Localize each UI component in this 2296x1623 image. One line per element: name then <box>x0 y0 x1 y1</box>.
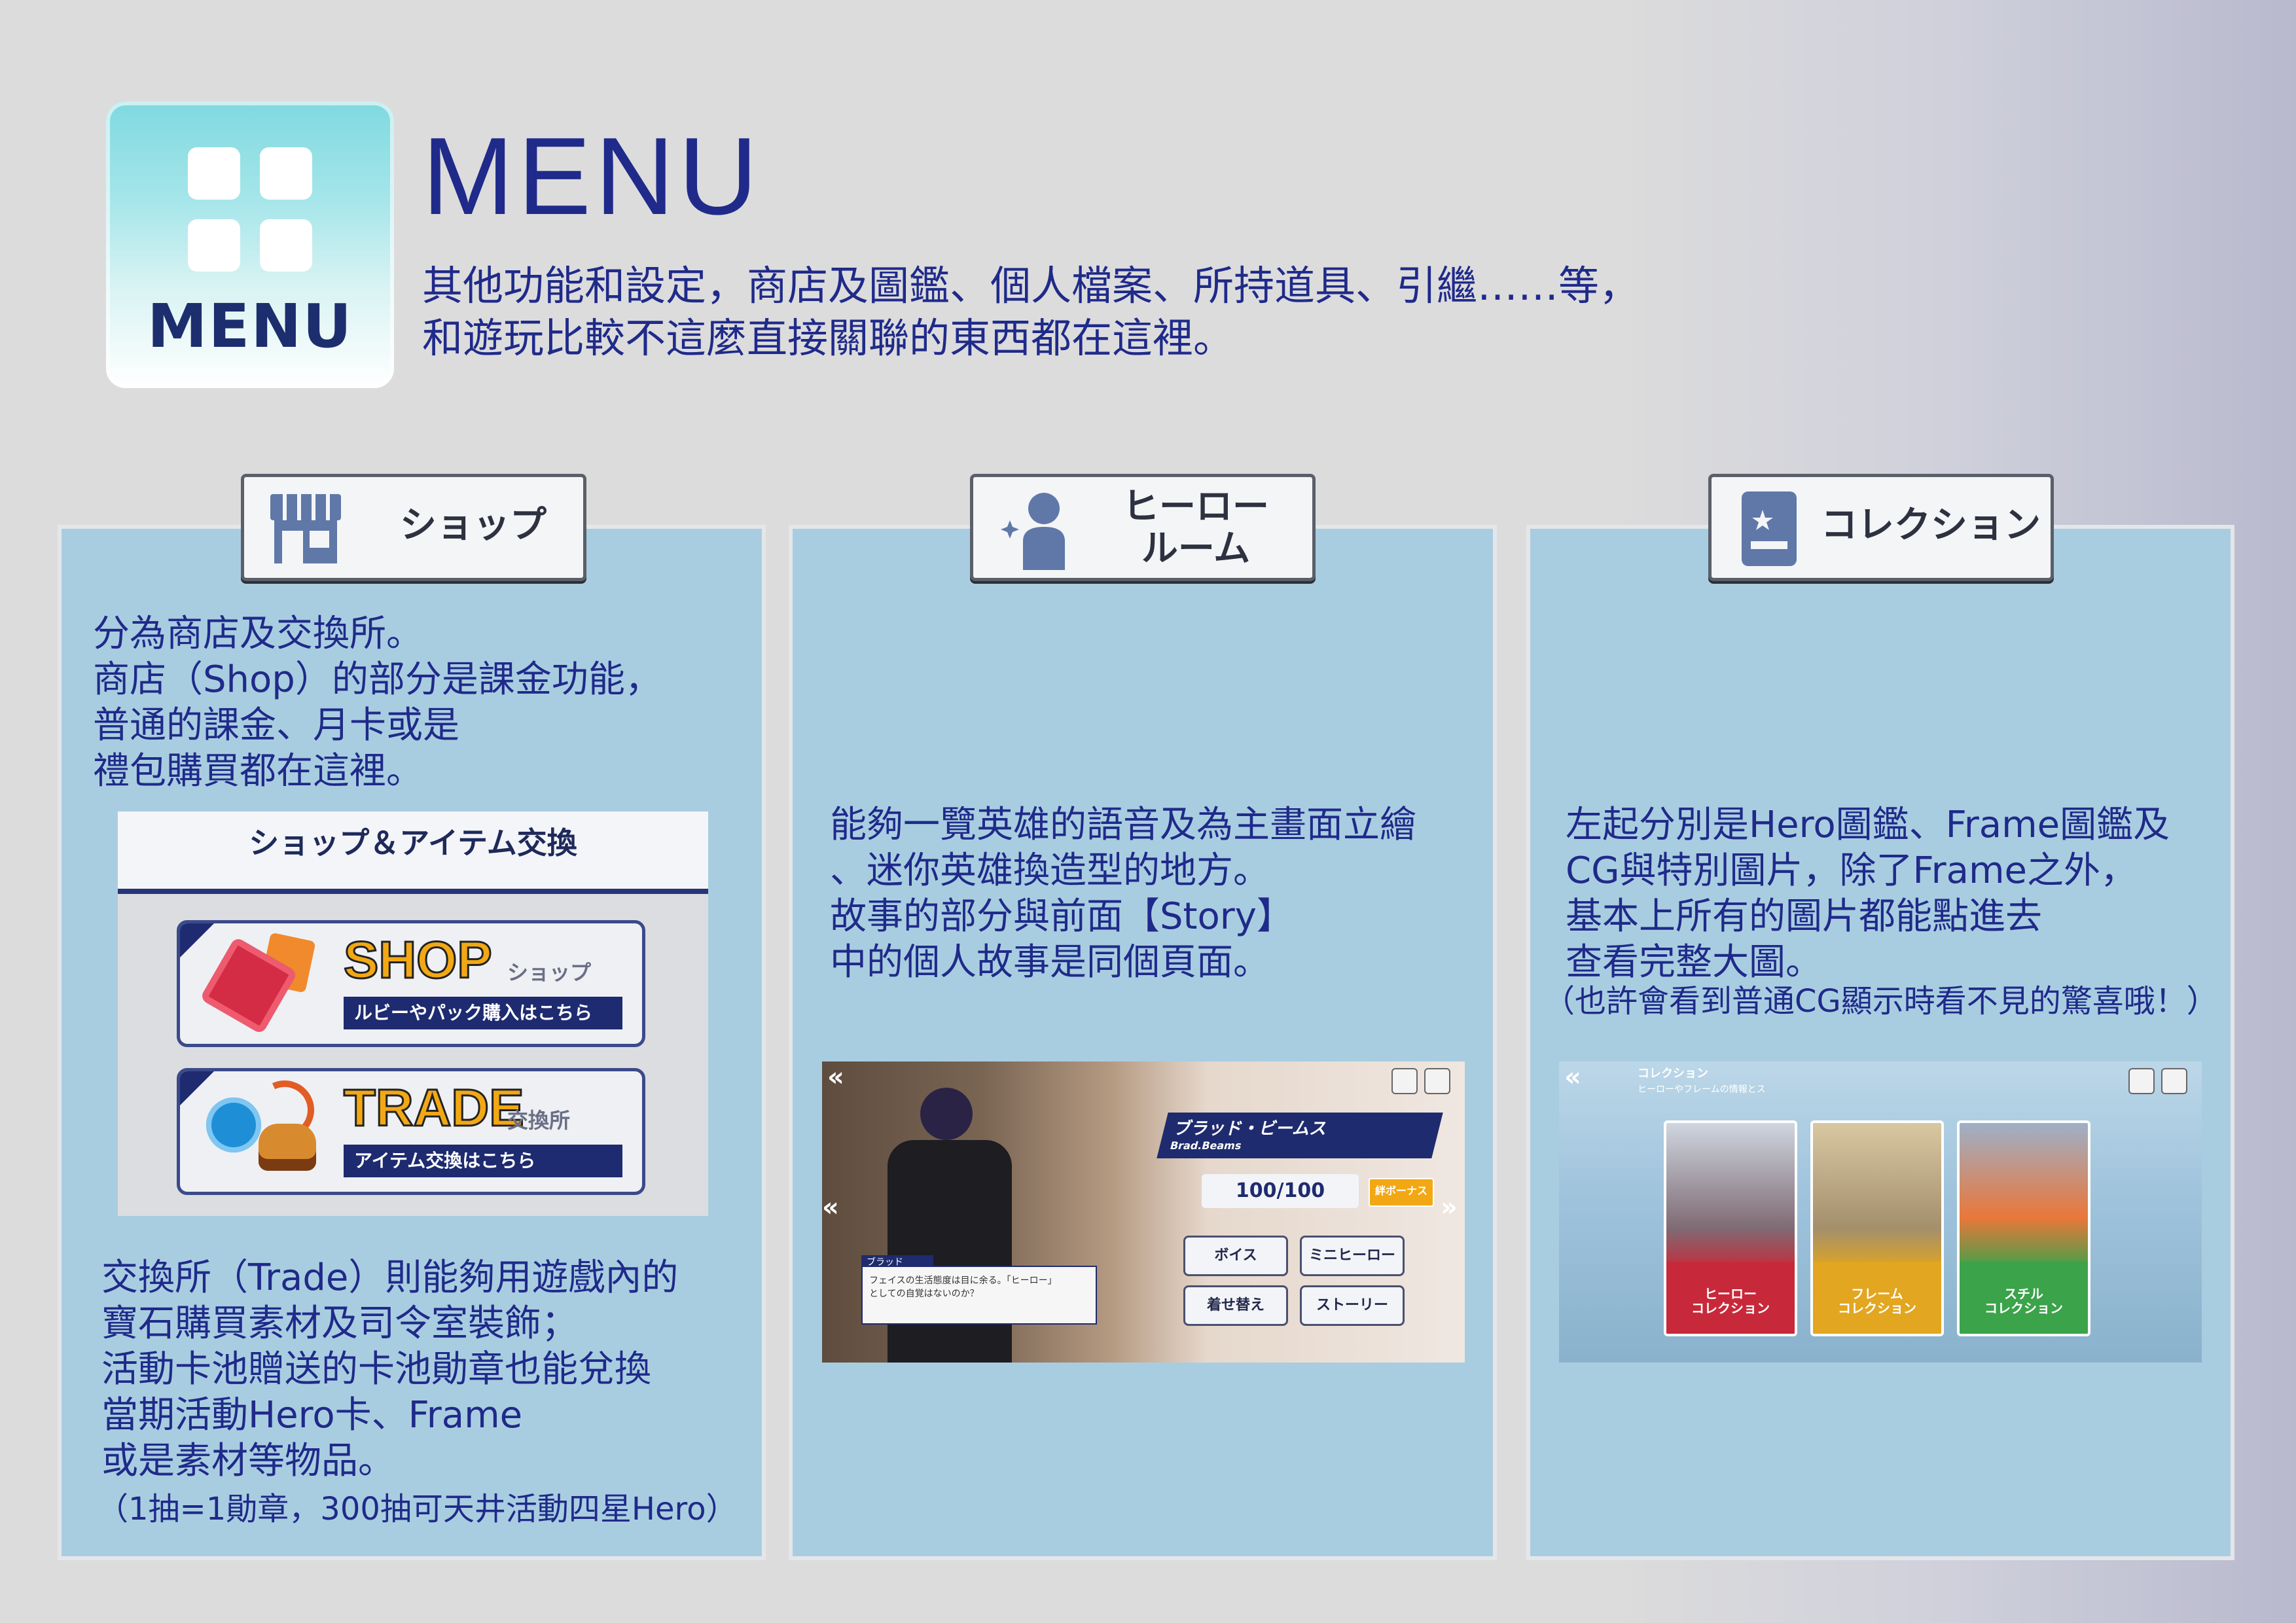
shop-button-title: SHOP <box>343 931 493 989</box>
header-description-1: 其他功能和設定，商店及圖鑑、個人檔案、所持道具、引繼……等， <box>422 262 1640 310</box>
hero-room-tab-button[interactable]: ヒーロー ルーム <box>970 474 1316 581</box>
character-body <box>888 1140 1012 1363</box>
collection-screen-title: コレクション <box>1638 1067 1708 1080</box>
menu-icon-label: MENU <box>147 291 353 361</box>
shop-bottom-text-2: 寶石購買素材及司令室裝飾； <box>101 1302 578 1345</box>
trade-button[interactable]: TRADE 交換所 アイテム交換はこちら <box>177 1068 645 1195</box>
next-arrow-icon[interactable]: » <box>1441 1192 1458 1222</box>
collection-text-4: 查看完整大圖。 <box>1566 941 1822 984</box>
hero-room-screenshot: « « » ブラッド・ビームス Brad.Beams 100/100 絆ボーナス… <box>822 1061 1465 1363</box>
back-icon[interactable]: « <box>1564 1062 1581 1092</box>
collection-tab-label: コレクション <box>1821 504 2041 546</box>
shop-text-4: 禮包購買都在這裡。 <box>93 750 423 793</box>
dialog-box: フェイスの生活態度は目に余る。「ヒーロー」 としての自覚はないのか？ <box>861 1266 1097 1325</box>
shop-button[interactable]: SHOP ショップ ルビーやパック購入はこちら <box>177 920 645 1047</box>
trade-button-title: TRADE <box>343 1079 526 1137</box>
hero-room-text-1: 能夠一覽英雄的語音及為主畫面立繪 <box>830 804 1416 846</box>
shop-text-3: 普通的課金、月卡或是 <box>93 704 459 747</box>
header-description-2: 和遊玩比較不這麼直接關聯的東西都在這裡。 <box>422 314 1234 362</box>
prev-arrow-icon[interactable]: « <box>822 1192 839 1222</box>
trade-button-bar: アイテム交換はこちら <box>344 1145 622 1177</box>
shop-text-1: 分為商店及交換所。 <box>93 613 423 655</box>
collection-note: （也許會看到普通CG顯示時看不見的驚喜哦！） <box>1543 983 2218 1020</box>
back-icon[interactable]: « <box>827 1062 844 1092</box>
hero-person-icon <box>1001 493 1065 570</box>
shop-text-2: 商店（Shop）的部分是課金功能， <box>93 658 662 701</box>
menu-grid-icon[interactable] <box>1424 1068 1450 1094</box>
trade-button-subtitle: 交換所 <box>507 1108 571 1133</box>
shop-button-corner <box>180 923 214 957</box>
hero-collection-card[interactable]: ヒーロー コレクション <box>1664 1120 1797 1336</box>
hero-room-text-3: 故事的部分與前面【Story】 <box>830 895 1293 938</box>
shop-bottom-text-3: 活動卡池贈送的卡池勛章也能兌換 <box>101 1348 651 1391</box>
hero-name-plate: ブラッド・ビームス Brad.Beams <box>1157 1113 1443 1158</box>
page-title: MENU <box>422 115 762 238</box>
shop-store-icon <box>270 494 341 563</box>
hero-name-en: Brad.Beams <box>1168 1139 1243 1152</box>
burger-item-icon <box>259 1124 316 1171</box>
shop-bottom-text-4: 當期活動Hero卡、Frame <box>101 1394 523 1436</box>
mini-hero-button[interactable]: ミニヒーロー <box>1300 1236 1405 1276</box>
shop-tab-button[interactable]: ショップ <box>241 474 586 581</box>
bond-bonus-badge[interactable]: 絆ボーナス <box>1369 1178 1434 1207</box>
character-head <box>920 1088 973 1140</box>
shop-tab-label: ショップ <box>400 504 547 546</box>
trade-button-corner <box>180 1071 214 1105</box>
menu-icon[interactable]: MENU <box>106 101 394 388</box>
shop-screen-title: ショップ＆アイテム交換 <box>249 825 577 861</box>
dressup-button[interactable]: 着せ替え <box>1183 1285 1288 1326</box>
shop-bottom-text-1: 交換所（Trade）則能夠用遊戲內的 <box>101 1257 679 1299</box>
menu-grid-icon <box>188 147 240 200</box>
frame-collection-card[interactable]: フレーム コレクション <box>1810 1120 1944 1336</box>
collection-text-2: CG與特別圖片，除了Frame之外， <box>1566 849 2137 892</box>
hero-room-text-4: 中的個人故事是同個頁面。 <box>830 941 1270 984</box>
collection-panel <box>1526 525 2234 1560</box>
still-collection-label: スチル コレクション <box>1960 1262 2088 1334</box>
collection-text-1: 左起分別是Hero圖鑑、Frame圖鑑及 <box>1566 804 2170 846</box>
shop-screen-header: ショップ＆アイテム交換 <box>118 812 708 894</box>
hero-room-text-2: 、迷你英雄換造型的地方。 <box>830 849 1270 892</box>
hero-room-tab-label-1: ヒーロー <box>1122 486 1269 528</box>
shop-button-bar: ルビーやパック購入はこちら <box>344 997 622 1029</box>
shop-bottom-text-5: 或是素材等物品。 <box>101 1440 395 1482</box>
hero-collection-label: ヒーロー コレクション <box>1666 1262 1795 1334</box>
home-icon[interactable] <box>2128 1068 2155 1094</box>
shop-button-subtitle: ショップ <box>507 960 592 985</box>
shop-screenshot: ショップ＆アイテム交換 SHOP ショップ ルビーやパック購入はこちら TRAD… <box>118 812 708 1216</box>
still-collection-card[interactable]: スチル コレクション <box>1957 1120 2090 1336</box>
collection-text-3: 基本上所有的圖片都能點進去 <box>1566 895 2042 938</box>
menu-grid-icon[interactable] <box>2161 1068 2187 1094</box>
hero-room-tab-label-2: ルーム <box>1141 527 1251 570</box>
collection-screenshot: « コレクション ヒーローやフレームの情報とス ヒーロー コレクション フレーム… <box>1559 1061 2202 1363</box>
frame-collection-label: フレーム コレクション <box>1813 1262 1941 1334</box>
collection-book-icon <box>1742 491 1797 566</box>
menu-grid-square <box>188 219 240 272</box>
voice-button[interactable]: ボイス <box>1183 1236 1288 1276</box>
hero-room-panel <box>789 525 1497 1560</box>
hero-name: ブラッド・ビームス <box>1172 1119 1330 1139</box>
collection-tab-button[interactable]: コレクション <box>1708 474 2054 581</box>
hero-level: 100/100 <box>1202 1174 1359 1208</box>
home-icon[interactable] <box>1391 1068 1418 1094</box>
menu-grid-square <box>260 219 312 272</box>
shop-note: （1抽=1勛章，300抽可天井活動四星Hero） <box>97 1491 738 1527</box>
story-button[interactable]: ストーリー <box>1300 1285 1405 1326</box>
medal-coin-icon <box>206 1097 261 1152</box>
menu-grid-square <box>260 147 312 200</box>
collection-screen-subtitle: ヒーローやフレームの情報とス <box>1638 1084 1766 1095</box>
